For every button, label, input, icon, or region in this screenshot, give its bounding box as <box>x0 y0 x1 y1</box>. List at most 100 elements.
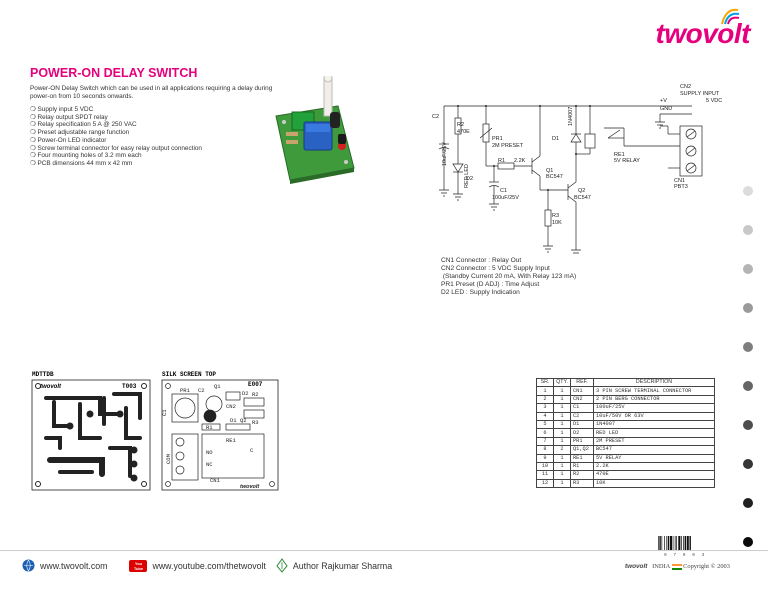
youtube-link[interactable]: www.youtube.com/thetwovolt <box>152 560 266 571</box>
q1-value: BC547 <box>546 174 563 180</box>
col-header: QTY. <box>553 377 571 388</box>
table-cell: CN1 <box>570 386 594 396</box>
website-link[interactable]: www.twovolt.com <box>40 560 108 571</box>
table-cell: 3 PIN SCREW TERMINAL CONNECTOR <box>593 386 715 396</box>
bottom-layer-code: T003 <box>122 383 137 390</box>
note-line: CN1 Connector : Relay Out <box>441 257 522 264</box>
india-flag-icon <box>671 563 682 570</box>
decorative-dot <box>743 420 753 430</box>
silk-re1: RE1 <box>226 437 237 444</box>
copyright-text: Copyright <box>683 563 710 570</box>
table-cell: 1 <box>553 478 571 489</box>
list-item: Supply input 5 VDC <box>30 106 202 114</box>
decorative-dot <box>743 537 753 547</box>
copyright-line: twovolt INDIA Copyright © 2003 <box>625 563 730 570</box>
copyright-year: 2003 <box>717 563 730 570</box>
r1-label: R1 <box>498 158 505 164</box>
decorative-dot <box>743 225 753 235</box>
cn1-label: CN1 <box>674 178 685 184</box>
decorative-dot <box>743 186 753 196</box>
decorative-dot <box>743 303 753 313</box>
twovolt-logo: twovolt <box>655 8 751 50</box>
table-cell: 2 <box>553 445 571 455</box>
table-cell: 8 <box>536 445 554 455</box>
table-cell: R3 <box>570 478 594 489</box>
list-item: PCB dimensions 44 mm x 42 mm <box>30 160 202 168</box>
list-item: Relay output SPDT relay <box>30 114 202 122</box>
table-cell: 10 <box>536 461 554 472</box>
table-cell: R2 <box>570 470 594 480</box>
table-cell: 9 <box>536 453 554 463</box>
q2-label: Q2 <box>578 188 585 194</box>
table-cell: 100uF/25V <box>593 403 715 413</box>
connector-notes: CN1 Connector : Relay Out CN2 Connector … <box>441 257 576 297</box>
table-cell: 10K <box>593 478 715 489</box>
table-cell: CN2 <box>570 394 594 405</box>
c2-value: 10uF/25V <box>442 142 448 166</box>
list-item: Power-On LED indicator <box>30 137 202 145</box>
silk-r1: R1 <box>206 424 213 431</box>
globe-icon <box>22 559 35 572</box>
table-cell: 2 PIN BERG CONNECTOR <box>593 394 715 405</box>
silk-nc: NC <box>206 461 213 468</box>
table-cell: BC547 <box>593 445 715 455</box>
silk-q2: Q2 <box>240 417 247 424</box>
table-cell: 4 <box>536 411 554 421</box>
bottom-layer-label: MDTTDB <box>32 371 54 378</box>
table-cell: 2.2K <box>593 461 715 472</box>
table-cell: 5 <box>536 419 554 430</box>
d1-label: D1 <box>552 136 559 142</box>
col-header: DESCRIPTION <box>593 377 715 388</box>
silk-d1: D1 <box>230 417 237 424</box>
r3-label: R3 <box>552 213 559 219</box>
table-cell: 7 <box>536 436 554 447</box>
silk-cn2: CN2 <box>226 403 236 410</box>
silk-d2: D2 <box>242 390 249 397</box>
table-cell: 1 <box>553 411 571 421</box>
table-cell: 6 <box>536 428 554 438</box>
d2-label: D2 <box>466 176 473 182</box>
table-cell: 1 <box>553 428 571 438</box>
silk-c1: C1 <box>161 409 168 416</box>
table-cell: 11 <box>536 470 554 480</box>
feature-list: Supply input 5 VDC Relay output SPDT rel… <box>30 106 202 168</box>
table-cell: 3 <box>536 403 554 413</box>
decorative-dots <box>743 186 753 576</box>
silk-brand: twovolt <box>240 484 260 490</box>
list-item: Preset adjustable range function <box>30 129 202 137</box>
table-cell: 1 <box>553 386 571 396</box>
table-cell: 2M PRESET <box>593 436 715 447</box>
table-cell: 1 <box>553 470 571 480</box>
bottom-layer-brand: twovolt <box>40 384 62 390</box>
table-cell: C1 <box>570 403 594 413</box>
list-item: Relay specification 5 A @ 250 VAC <box>30 121 202 129</box>
d2-value: RED LED <box>464 164 470 188</box>
silk-pr1: PR1 <box>180 387 191 394</box>
author-credit: Author Rajkumar Sharma <box>292 560 393 571</box>
vdc-label: 5 VDC <box>706 98 722 104</box>
r2-value: 470E <box>457 129 470 135</box>
silk-c: C <box>250 447 254 454</box>
logo-text: twovolt <box>655 18 751 49</box>
col-header: REF. <box>570 377 594 388</box>
table-cell: 1 <box>553 461 571 472</box>
barcode <box>658 536 691 551</box>
youtube-icon: You Tube <box>129 559 148 572</box>
pcb-photo <box>275 76 355 184</box>
d1-value: 1N4007 <box>568 107 574 126</box>
brand-text: twovolt <box>625 563 648 570</box>
schematic-drawing: CN2 SUPPLY INPUT 5 VDC +V GND C2 10uF/25… <box>428 78 728 258</box>
logo-swirl-icon <box>720 8 739 25</box>
decorative-dot <box>743 264 753 274</box>
note-line: (Standby Current 20 mA, With Relay 123 m… <box>441 273 577 280</box>
